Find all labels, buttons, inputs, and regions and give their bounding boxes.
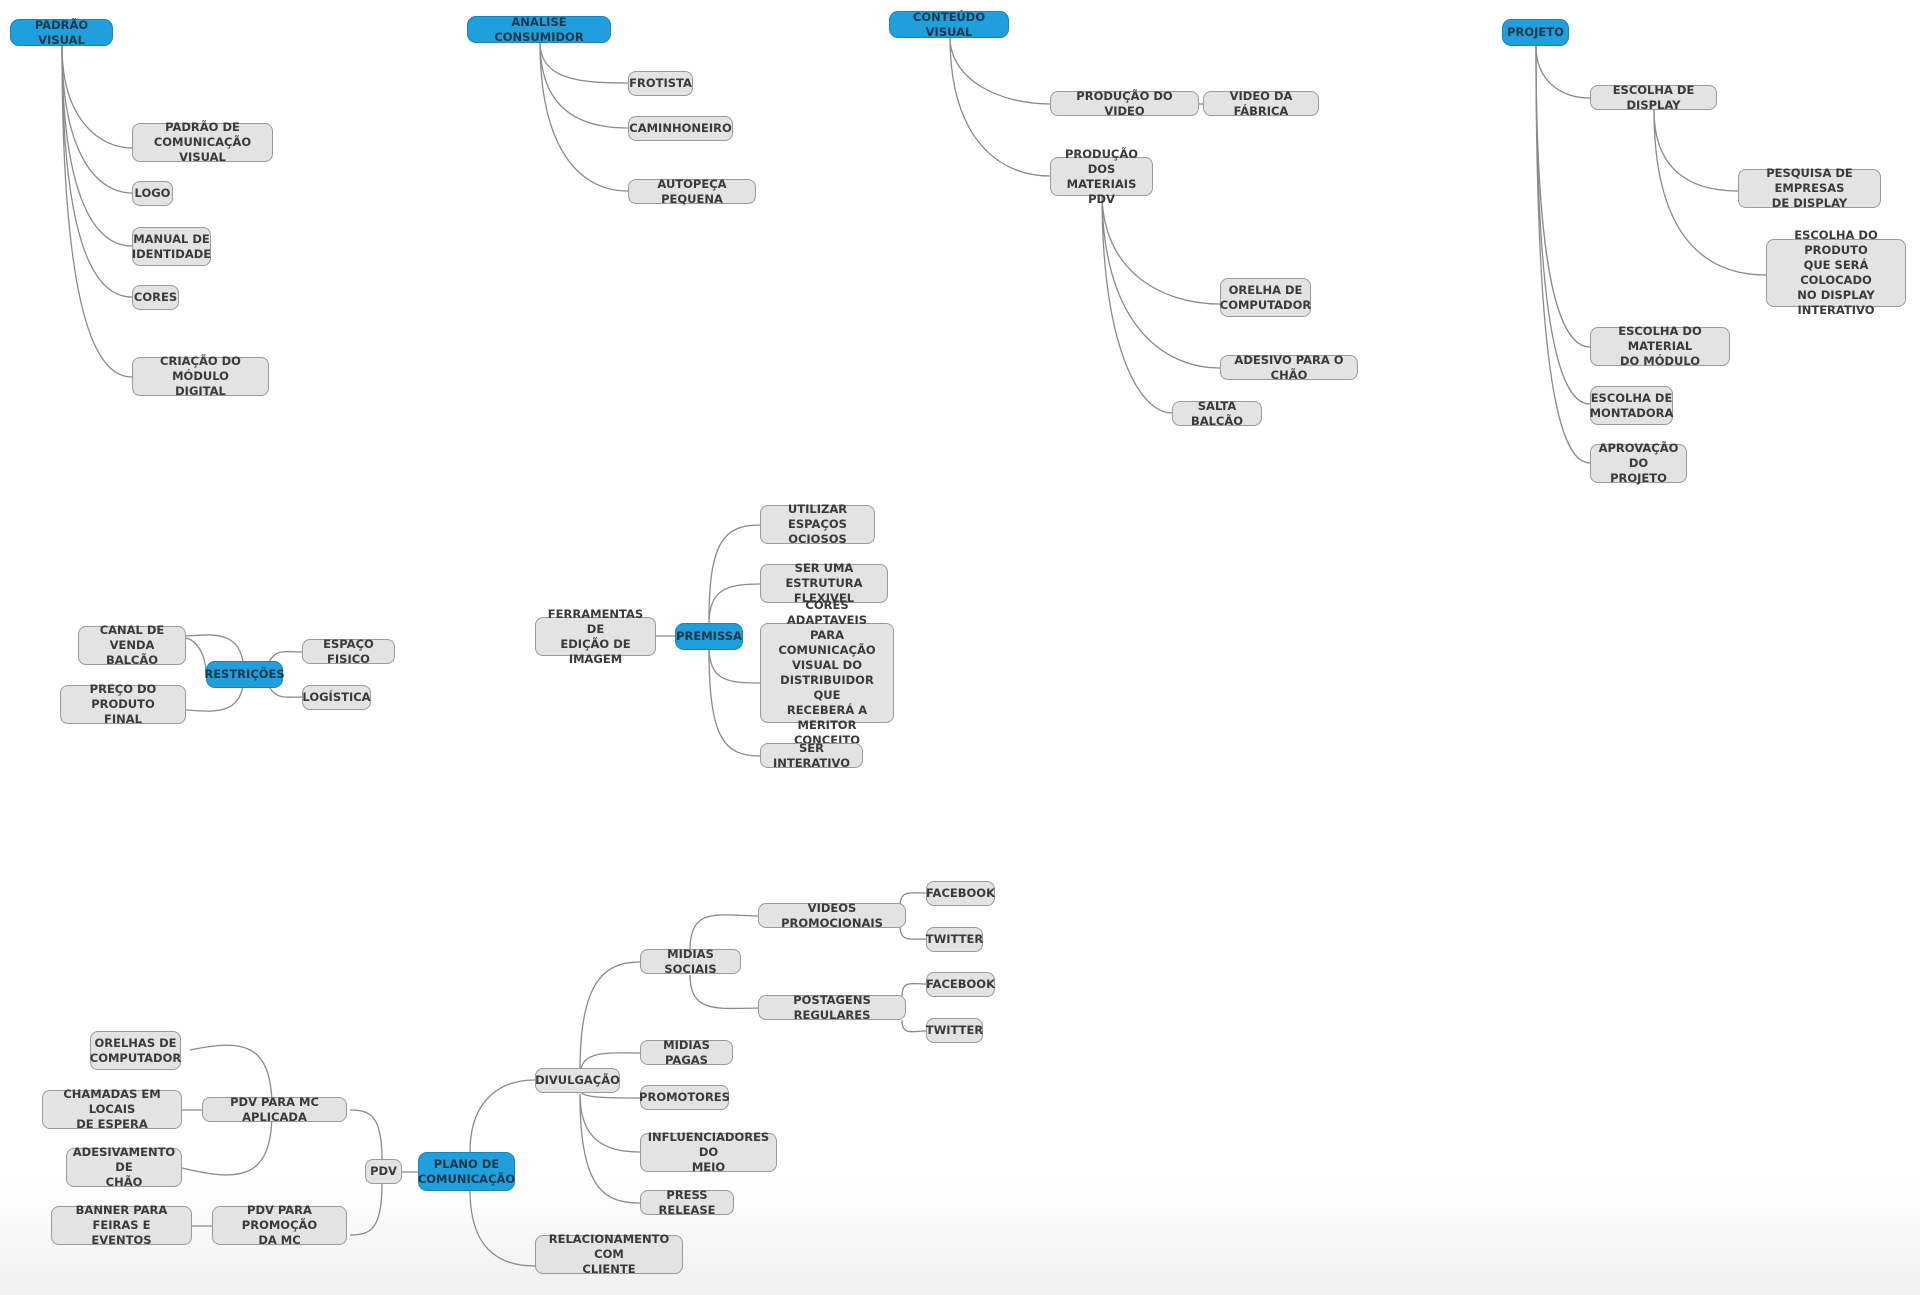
- connector: [708, 644, 761, 684]
- connector: [949, 36, 1051, 177]
- node-twitter-1[interactable]: TWITTER: [926, 927, 983, 952]
- node-canal-venda[interactable]: CANAL DE VENDA BALCÃO: [78, 623, 186, 667]
- node-escolha-montadora[interactable]: ESCOLHA DE MONTADORA: [1590, 386, 1673, 425]
- connector: [267, 650, 303, 665]
- connector: [61, 45, 133, 378]
- node-plano-comunicacao[interactable]: PLANO DE COMUNICAÇÃO: [418, 1152, 515, 1191]
- node-padrao-visual[interactable]: PADRÃO VISUAL: [10, 18, 113, 47]
- node-autopeca[interactable]: AUTOPEÇA PEQUENA: [628, 177, 756, 206]
- connector: [539, 41, 629, 192]
- node-midias-pagas[interactable]: MIDIAS PAGAS: [640, 1038, 733, 1067]
- connector: [1101, 192, 1173, 414]
- node-postagens-regulares[interactable]: POSTAGENS REGULARES: [758, 993, 906, 1022]
- connector: [1101, 192, 1221, 305]
- connector: [579, 961, 641, 1071]
- node-escolha-display[interactable]: ESCOLHA DE DISPLAY: [1590, 83, 1717, 112]
- connector: [539, 41, 629, 129]
- node-producao-video[interactable]: PRODUÇÃO DO VIDEO: [1050, 89, 1199, 118]
- connector: [181, 1111, 273, 1176]
- node-logo[interactable]: LOGO: [132, 181, 173, 206]
- node-facebook-1[interactable]: FACEBOOK: [926, 881, 995, 906]
- connector: [708, 524, 761, 621]
- node-divulgacao[interactable]: DIVULGAÇÃO: [535, 1068, 620, 1093]
- connector: [539, 41, 629, 84]
- node-premissa[interactable]: PREMISSA: [675, 623, 743, 650]
- node-preco-produto[interactable]: PREÇO DO PRODUTO FINAL: [60, 682, 186, 726]
- connector: [61, 45, 133, 194]
- node-facebook-2[interactable]: FACEBOOK: [926, 972, 995, 997]
- connector: [1535, 45, 1591, 405]
- connector: [469, 1189, 536, 1267]
- connector: [899, 892, 927, 907]
- connector: [61, 45, 133, 298]
- node-criacao-modulo[interactable]: CRIAÇÃO DO MÓDULO DIGITAL: [132, 354, 269, 398]
- connector: [708, 583, 761, 626]
- node-banner-feiras[interactable]: BANNER PARA FEIRAS E EVENTOS: [51, 1203, 192, 1247]
- connector: [708, 649, 761, 757]
- node-orelhas-computador[interactable]: ORELHAS DE COMPUTADOR: [90, 1031, 181, 1070]
- node-adesivamento-chao[interactable]: ADESIVAMENTO DE CHÃO: [66, 1145, 182, 1189]
- node-projeto[interactable]: PROJETO: [1502, 19, 1569, 46]
- node-pdv-mc-aplicada[interactable]: PDV PARA MC APLICADA: [202, 1095, 347, 1124]
- node-escolha-produto[interactable]: ESCOLHA DO PRODUTO QUE SERÁ COLOCADO NO …: [1766, 228, 1906, 317]
- node-manual-identidade[interactable]: MANUAL DE IDENTIDADE: [132, 227, 211, 266]
- node-padrao-comunicacao[interactable]: PADRÃO DE COMUNICAÇÃO VISUAL: [132, 120, 273, 164]
- connector: [61, 45, 133, 149]
- connector: [579, 1093, 641, 1153]
- node-conteudo-visual[interactable]: CONTEÚDO VISUAL: [889, 10, 1009, 39]
- node-analise-consumidor[interactable]: ANALISE CONSUMIDOR: [467, 15, 611, 44]
- node-producao-materiais[interactable]: PRODUÇÃO DOS MATERIAIS PDV: [1050, 147, 1153, 206]
- node-chamadas-locais[interactable]: CHAMADAS EM LOCAIS DE ESPERA: [42, 1087, 182, 1131]
- node-estrutura-flexivel[interactable]: SER UMA ESTRUTURA FLEXIVEL: [760, 561, 888, 605]
- node-caminhoneiro[interactable]: CAMINHONEIRO: [628, 116, 733, 141]
- connector: [579, 1095, 641, 1204]
- connector: [469, 1079, 536, 1153]
- node-influenciadores[interactable]: INFLUENCIADORES DO MEIO: [640, 1130, 777, 1174]
- node-orelha-computador[interactable]: ORELHA DE COMPUTADOR: [1220, 278, 1311, 317]
- connector: [901, 982, 927, 997]
- node-logistica[interactable]: LOGÍSTICA: [302, 685, 371, 710]
- node-twitter-2[interactable]: TWITTER: [926, 1018, 983, 1043]
- node-midias-sociais[interactable]: MIDIAS SOCIAIS: [640, 947, 741, 976]
- node-espaco-fisico[interactable]: ESPAÇO FISICO: [302, 637, 395, 666]
- node-press-release[interactable]: PRESS RELEASE: [640, 1188, 734, 1217]
- node-restricoes[interactable]: RESTRIÇÕES: [204, 661, 285, 688]
- node-utilizar-espacos[interactable]: UTILIZAR ESPAÇOS OCIOSOS: [760, 502, 875, 546]
- node-videos-promocionais[interactable]: VIDEOS PROMOCIONAIS: [758, 901, 906, 930]
- node-ferramentas-edicao[interactable]: FERRAMENTAS DE EDIÇÃO DE IMAGEM: [535, 607, 656, 666]
- connector: [899, 925, 927, 940]
- connector: [1535, 45, 1591, 99]
- connector: [1653, 109, 1767, 276]
- node-promotores[interactable]: PROMOTORES: [639, 1085, 730, 1110]
- node-pdv[interactable]: PDV: [365, 1159, 402, 1184]
- node-salta-balcao[interactable]: SALTA BALCÃO: [1172, 399, 1262, 428]
- connector: [689, 974, 763, 1010]
- node-pesquisa-empresas[interactable]: PESQUISA DE EMPRESAS DE DISPLAY: [1738, 166, 1881, 210]
- connector: [349, 1183, 383, 1236]
- connector: [901, 1019, 927, 1033]
- node-cores-adaptaveis[interactable]: CORES ADAPTAVEIS PARA COMUNICAÇÃO VISUAL…: [760, 598, 894, 747]
- connector: [61, 45, 133, 247]
- connector: [349, 1109, 383, 1161]
- node-ser-interativo[interactable]: SER INTERATIVO: [760, 741, 863, 770]
- connector: [189, 1044, 273, 1109]
- node-cores[interactable]: CORES: [132, 285, 179, 310]
- connector: [1535, 45, 1591, 348]
- connector: [1535, 45, 1591, 464]
- connector: [1653, 109, 1739, 192]
- node-pdv-promocao[interactable]: PDV PARA PROMOÇÃO DA MC: [212, 1203, 347, 1247]
- connector: [949, 36, 1051, 105]
- node-aprovacao-projeto[interactable]: APROVAÇÃO DO PROJETO: [1590, 441, 1687, 485]
- node-relacionamento[interactable]: RELACIONAMENTO COM CLIENTE: [535, 1232, 683, 1276]
- connector: [183, 637, 207, 675]
- node-video-fabrica[interactable]: VIDEO DA FÁBRICA: [1203, 89, 1319, 118]
- connector: [689, 914, 763, 951]
- node-escolha-material[interactable]: ESCOLHA DO MATERIAL DO MÓDULO: [1590, 324, 1730, 368]
- node-adesivo-chao[interactable]: ADESIVO PARA O CHÃO: [1220, 353, 1358, 382]
- connector: [1101, 192, 1221, 369]
- node-frotista[interactable]: FROTISTA: [628, 71, 693, 96]
